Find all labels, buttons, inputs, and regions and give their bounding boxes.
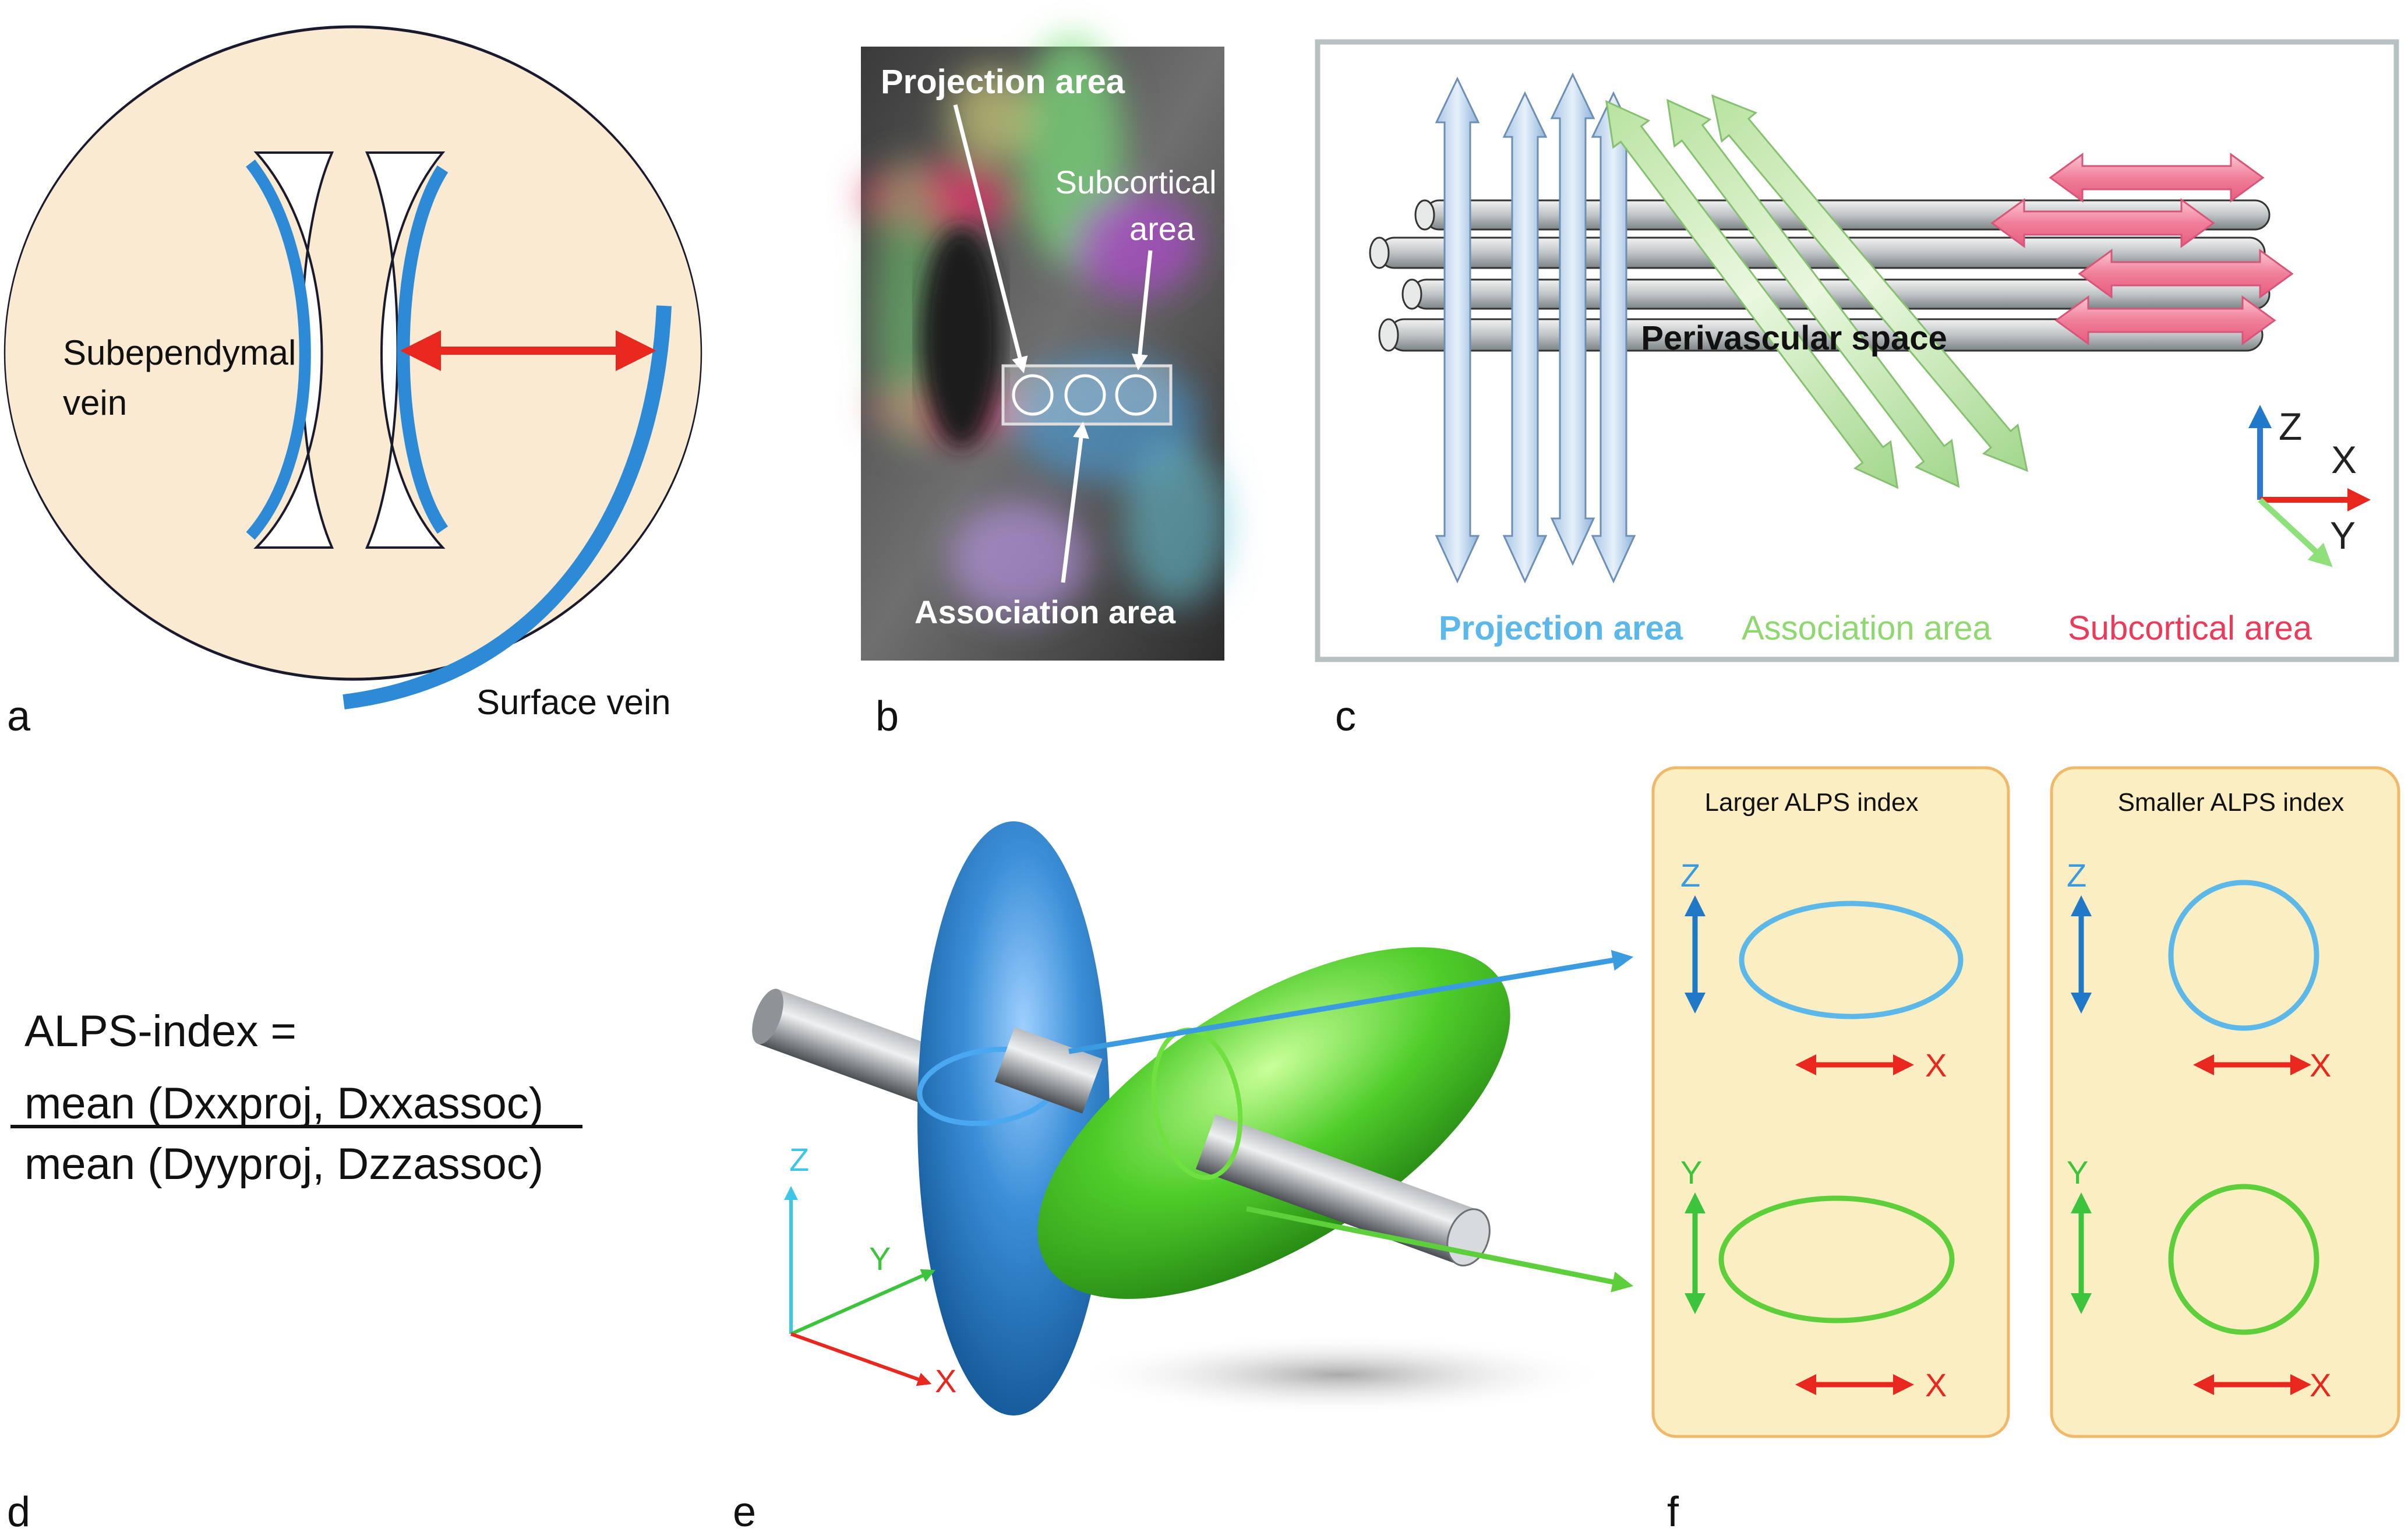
svg-text:X: X [2310,1047,2331,1083]
panel-c-axes: Z X Y [2248,405,2371,567]
panel-d: ALPS-index = mean (Dxxproj, Dxxassoc) me… [7,1007,582,1532]
roi-projection [1012,374,1054,416]
subcortical-area-caption: Subcortical area [2068,609,2312,647]
association-pointer [1061,421,1089,583]
svg-text:Z: Z [2067,857,2086,894]
smaller-alps-box: Smaller ALPS index Z X Y X [2050,766,2400,1438]
svg-text:X: X [935,1362,956,1399]
formula-numerator: mean (Dxxproj, Dxxassoc) [24,1079,543,1128]
svg-text:Y: Y [2330,514,2356,557]
panel-letter-d: d [7,1489,30,1532]
smaller-alps-title: Smaller ALPS index [2118,788,2345,817]
rod-middle [994,1027,1103,1114]
association-fiber-arrows [1605,94,2028,489]
left-ventricle-wall [253,151,334,549]
panel-e-axes: Z Y X [784,1141,956,1399]
dark-ventricle [920,227,1002,449]
panel-letter-f: f [1667,1489,1679,1532]
formula-lhs: ALPS-index = [24,1007,296,1056]
roi-subcortical [1115,374,1157,416]
svg-text:Z: Z [789,1141,809,1178]
smaller-z-circle [2168,880,2319,1031]
svg-text:X: X [1925,1047,1947,1083]
subcortical-fiber-arrows [1990,153,2294,345]
subcortical-pointer [1131,250,1153,371]
larger-y-ellipse [1718,1195,1955,1323]
green-ellipsoid [1037,947,1510,1299]
roi-association [1064,374,1106,416]
larger-z-ellipse [1739,901,1964,1019]
left-subependymal-vein [246,159,311,540]
panel-letter-c: c [1335,693,1356,740]
svg-text:Y: Y [1680,1154,1702,1191]
svg-text:X: X [2331,438,2357,481]
larger-alps-title: Larger ALPS index [1705,788,1919,817]
ellipsoid-shadow [1072,1334,1608,1415]
svg-text:X: X [2310,1367,2331,1403]
svg-text:Z: Z [2279,405,2302,448]
larger-alps-box: Larger ALPS index Z X Y X [1651,766,2010,1438]
projection-pointer [953,104,1028,373]
surface-vein [343,305,672,709]
smaller-y-circle [2168,1184,2319,1335]
svg-text:Y: Y [869,1240,891,1277]
right-ventricle-wall [365,151,446,549]
projection-area-caption: Projection area [1439,609,1683,647]
svg-text:X: X [1925,1367,1947,1403]
association-area-caption: Association area [1742,609,1992,647]
panel-letter-a: a [7,693,31,740]
perivascular-space-label: Perivascular space [1641,319,1947,357]
projection-area-label: Projection area [881,63,1125,101]
panel-letter-e: e [733,1489,756,1532]
green-connector-arrow [1246,1206,1634,1293]
association-area-label: Association area [915,594,1176,630]
brain-cross-section [3,25,702,681]
panel-letter-b: b [875,693,899,740]
panel-f: Larger ALPS index Z X Y X Smaller ALPS i… [1651,766,2400,1532]
panel-c: Perivascular space Z X Y Projection area… [1315,39,2399,740]
blue-connector-arrow [1068,949,1634,1054]
formula-denominator: mean (Dyyproj, Dzzassoc) [24,1139,543,1189]
panel-e: Z Y X e [733,821,1634,1532]
surface-vein-label: Surface vein [476,683,671,722]
svg-text:Y: Y [2067,1154,2088,1191]
projection-fiber-arrows [1435,72,1636,584]
svg-text:Z: Z [1680,857,1700,894]
